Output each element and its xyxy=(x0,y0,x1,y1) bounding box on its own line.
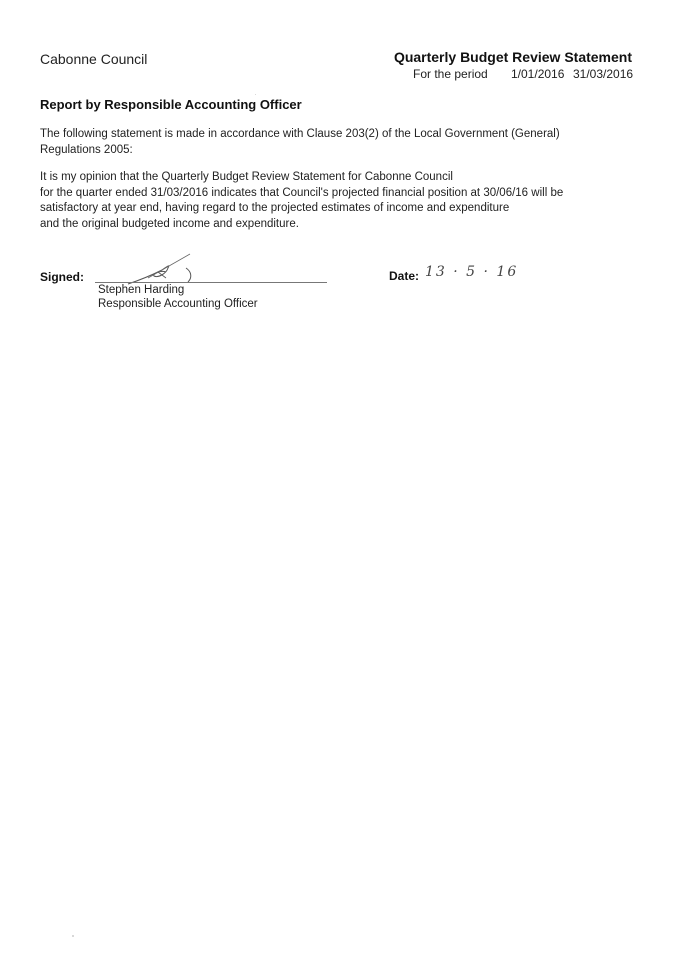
opinion-paragraph: It is my opinion that the Quarterly Budg… xyxy=(40,170,600,232)
date-label: Date: xyxy=(389,269,420,283)
paragraph-line: and the original budgeted income and exp… xyxy=(40,217,299,230)
scan-speck xyxy=(255,94,256,95)
signed-label: Signed: xyxy=(40,270,84,284)
period-start: 1/01/2016 xyxy=(511,67,565,81)
signature-line xyxy=(95,282,327,283)
council-name: Cabonne Council xyxy=(40,51,148,67)
signer-title: Responsible Accounting Officer xyxy=(98,298,258,310)
handwritten-signature xyxy=(127,253,192,285)
statement-paragraph: The following statement is made in accor… xyxy=(40,127,600,158)
scan-speck xyxy=(72,935,74,937)
paragraph-line: satisfactory at year end, having regard … xyxy=(40,202,510,214)
statement-title: Quarterly Budget Review Statement xyxy=(393,49,632,65)
period-label: For the period xyxy=(413,67,488,81)
period-end: 31/03/2016 xyxy=(573,67,634,81)
report-heading: Report by Responsible Accounting Officer xyxy=(40,97,302,112)
paragraph-line: for the quarter ended 31/03/2016 indicat… xyxy=(40,186,564,199)
handwritten-date: 13 · 5 · 16 xyxy=(425,264,519,280)
signer-name: Stephen Harding xyxy=(98,284,185,296)
paragraph-line: It is my opinion that the Quarterly Budg… xyxy=(40,171,453,183)
paragraph-line: Regulations 2005: xyxy=(40,143,133,156)
paragraph-line: The following statement is made in accor… xyxy=(40,128,560,140)
period-row: For the period 1/01/2016 31/03/2016 xyxy=(413,67,633,81)
